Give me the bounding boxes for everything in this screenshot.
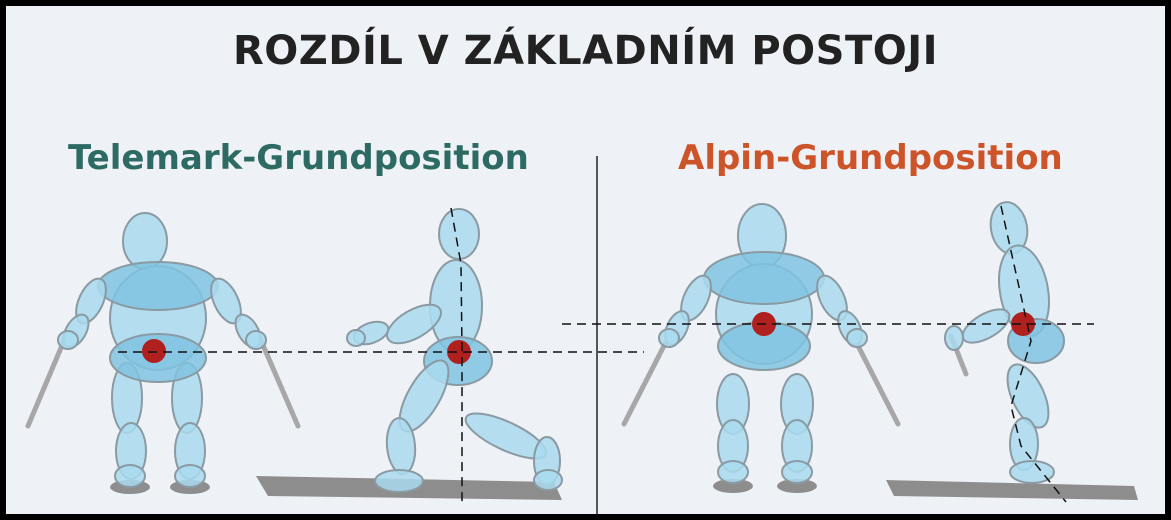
alpin-front-figure [624, 204, 898, 493]
center-of-mass-marker [142, 339, 166, 363]
posture-illustration: .b{fill:#a9dbef;fill-opacity:0.85;stroke… [6, 6, 1165, 514]
alpin-side-figure [886, 199, 1138, 502]
diagram-panel: ROZDÍL V ZÁKLADNÍM POSTOJI Telemark-Grun… [6, 6, 1165, 514]
telemark-side-figure [256, 208, 562, 506]
telemark-front-figure [28, 213, 298, 494]
